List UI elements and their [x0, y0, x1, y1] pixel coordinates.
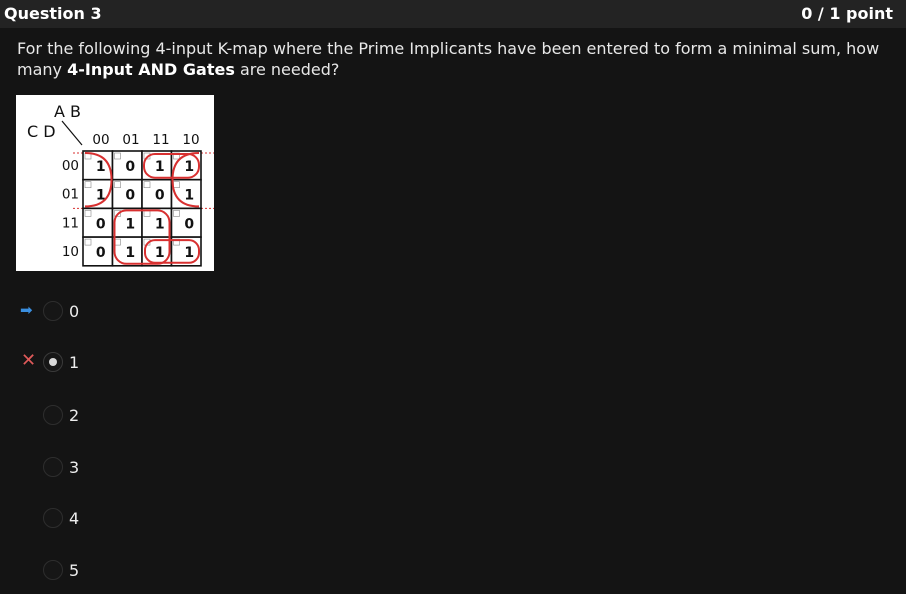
kmap-col-header: 00 — [92, 132, 109, 148]
kmap-cell-value: 0 — [96, 245, 106, 261]
kmap-loop-bottom-pair — [144, 239, 200, 264]
kmap-cell-value: 0 — [184, 216, 194, 232]
kmap-row-header: 11 — [62, 215, 79, 231]
kmap-cell-value: 1 — [155, 216, 165, 232]
kmap-cell-index-box — [173, 210, 180, 217]
radio-button[interactable] — [43, 405, 63, 425]
kmap-loop-quad — [113, 209, 171, 265]
question-title: Question 3 — [4, 4, 102, 23]
kmap-cell-value: 1 — [184, 245, 194, 261]
kmap-col-header: 10 — [182, 132, 199, 148]
kmap-loop-wrap-left — [84, 152, 113, 208]
answer-option-label: 4 — [69, 509, 80, 528]
answer-option-4[interactable]: 4 — [0, 508, 200, 532]
radio-button[interactable] — [43, 508, 63, 528]
kmap-row-header: 10 — [62, 244, 79, 260]
kmap-cell — [82, 207, 114, 238]
radio-button[interactable] — [43, 301, 63, 321]
answer-option-0[interactable]: ➡0 — [0, 301, 200, 325]
kmap-cell — [82, 236, 114, 267]
question-text: For the following 4-input K-map where th… — [17, 38, 897, 80]
incorrect-x-icon: ✕ — [21, 350, 37, 371]
answer-option-label: 0 — [69, 302, 80, 321]
kmap-cell-index-box — [114, 210, 121, 217]
kmap-col-header: 01 — [122, 132, 139, 148]
kmap-cell-index-box — [114, 152, 121, 160]
kmap-cell-value: 1 — [125, 216, 135, 232]
kmap-cell-value: 1 — [155, 159, 165, 175]
kmap-cell-index-box — [84, 210, 92, 217]
question-text-bold: 4-Input AND Gates — [67, 60, 235, 79]
kmap-loop-top-pair — [143, 153, 200, 179]
kmap-cell-index-box — [114, 181, 121, 188]
answer-option-1[interactable]: ✕1 — [0, 350, 200, 376]
kmap-cell-value: 0 — [155, 188, 165, 204]
kmap-cell-value: 0 — [125, 188, 135, 204]
kmap-col-var-label: A B — [54, 102, 81, 121]
question-text-post: are needed? — [234, 60, 340, 79]
kmap-row-header: 00 — [62, 158, 79, 174]
answer-option-2[interactable]: 2 — [0, 405, 200, 429]
kmap-cell-value: 1 — [125, 245, 135, 261]
kmap-diagonal-line — [61, 120, 83, 146]
kmap-cell-value: 0 — [125, 159, 135, 175]
radio-button[interactable] — [43, 457, 63, 477]
answer-option-label: 3 — [69, 458, 80, 477]
kmap-cell-index-box — [143, 181, 151, 188]
kmap-row-header: 01 — [62, 187, 79, 203]
question-header: Question 3 0 / 1 point — [0, 0, 906, 28]
kmap-cell-value: 0 — [96, 216, 106, 232]
answer-option-5[interactable]: 5 — [0, 560, 200, 584]
kmap-cell-value: 1 — [155, 245, 165, 261]
answer-option-label: 2 — [69, 406, 80, 425]
kmap-col-header: 11 — [152, 132, 169, 148]
kmap-cell-value: 1 — [184, 159, 194, 175]
answer-option-label: 5 — [69, 561, 80, 580]
kmap-cell-value: 1 — [184, 188, 194, 204]
kmap-cell-index-box — [84, 238, 92, 246]
radio-button[interactable] — [43, 352, 63, 372]
correct-answer-arrow-icon: ➡ — [20, 301, 33, 319]
question-points: 0 / 1 point — [801, 4, 893, 23]
kmap-cell-value: 1 — [96, 188, 106, 204]
kmap-loop-wrap-right — [171, 152, 200, 208]
kmap-row-var-label: C D — [27, 122, 56, 141]
kmap-cell-index-box — [84, 181, 92, 188]
answer-option-3[interactable]: 3 — [0, 457, 200, 481]
answer-option-label: 1 — [69, 353, 80, 372]
question-text-pre: For the following 4-input K-map where th… — [17, 39, 880, 79]
radio-button[interactable] — [43, 560, 63, 580]
kmap-cell-value: 1 — [96, 159, 106, 175]
